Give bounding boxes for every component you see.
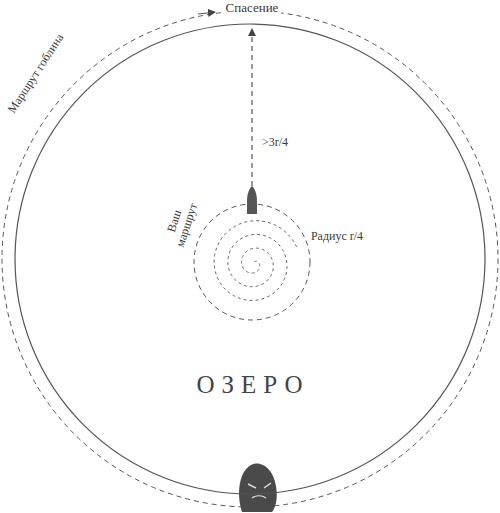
distance-label: >3r/4 [262,136,288,149]
route-arrow [198,13,212,15]
spiral-route [214,221,298,301]
goblin [239,464,277,513]
inner-circle [194,204,310,320]
your-route-label: Ваш маршрут [160,194,201,252]
radius-label: Радиус r/4 [311,230,363,243]
lake-outline [14,23,486,495]
lake-name: ОЗЕРО [196,371,309,399]
lake-circle: ОЗЕРО [14,23,486,495]
goblin-route-circle [2,11,498,507]
boat [247,186,257,214]
escape-label: Спасение [223,1,282,15]
escape-path [251,32,252,186]
